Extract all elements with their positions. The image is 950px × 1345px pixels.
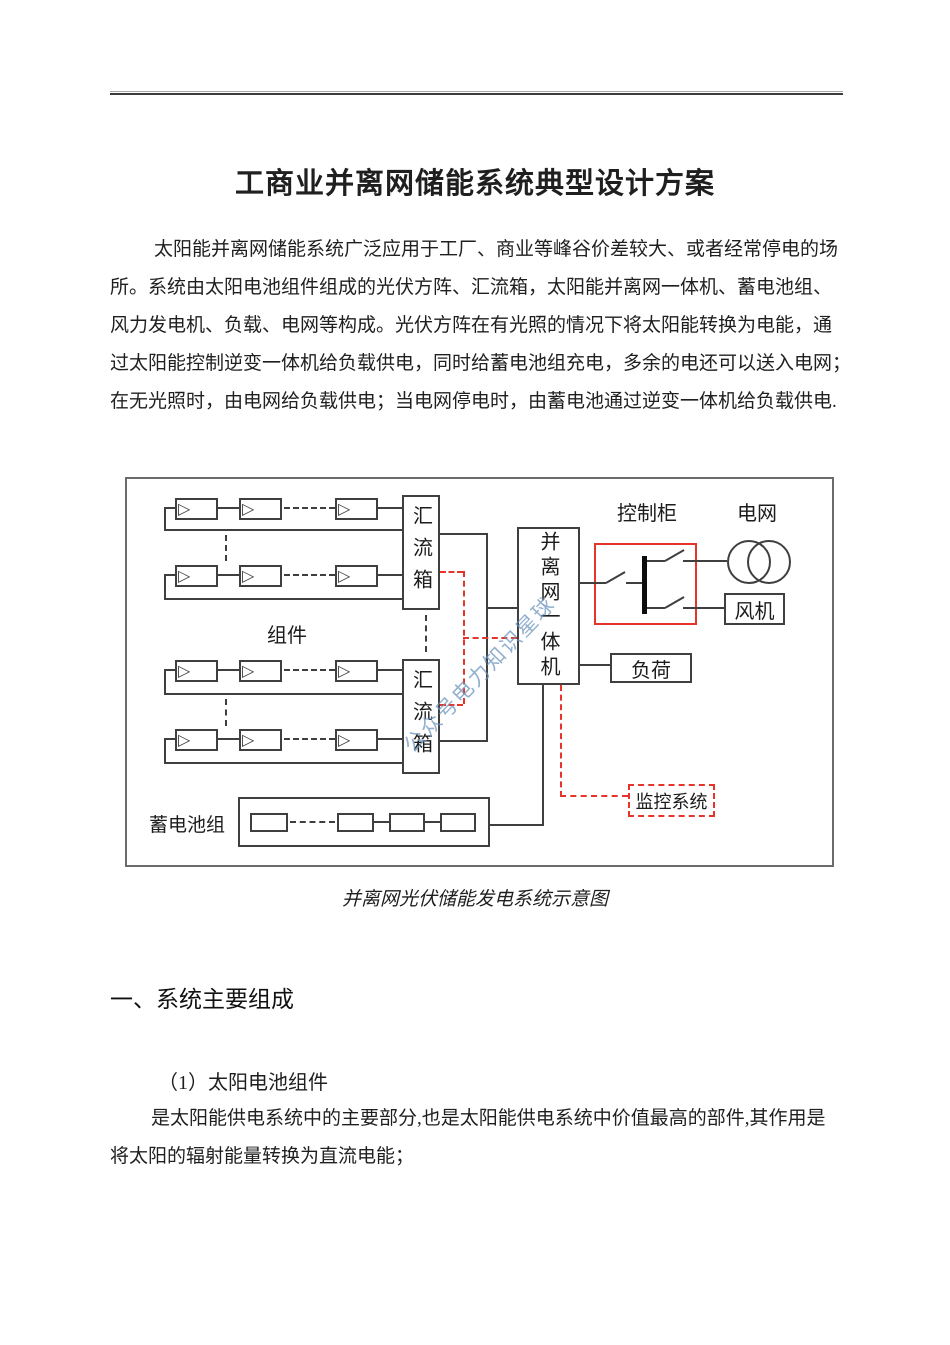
string-continuation-dashes — [225, 699, 227, 726]
pv-module-icon: ▷ — [178, 566, 191, 585]
pv-module: ▷ — [239, 565, 282, 587]
comm-wire — [440, 704, 463, 706]
pv-module: ▷ — [175, 729, 218, 751]
wire — [164, 576, 166, 598]
wire — [626, 582, 642, 584]
control-cabinet-box — [594, 543, 697, 625]
pv-module-icon: ▷ — [178, 730, 191, 749]
body-paragraph: 是太阳能供电系统中的主要部分,也是太阳能供电系统中价值最高的部件,其作用是 将太… — [110, 1108, 826, 1167]
wire — [164, 693, 402, 695]
wire — [374, 821, 389, 823]
busbar — [642, 556, 647, 614]
pv-module-icon: ▷ — [242, 730, 255, 749]
pv-module-icon: ▷ — [178, 499, 191, 518]
pv-module: ▷ — [239, 498, 282, 520]
pv-module: ▷ — [335, 498, 378, 520]
pv-module: ▷ — [175, 660, 218, 682]
transformer-icon — [747, 540, 791, 584]
battery-group-label: 蓄电池组 — [149, 815, 226, 836]
combiner-box-2: 汇流箱 — [402, 659, 440, 774]
sub-heading: （1）太阳电池组件 — [158, 1072, 328, 1094]
pv-module-icon: ▷ — [242, 566, 255, 585]
pv-module: ▷ — [335, 660, 378, 682]
wire — [486, 607, 517, 609]
comm-wire — [560, 685, 562, 797]
battery-cell — [250, 813, 288, 832]
pv-module: ▷ — [175, 565, 218, 587]
wire — [164, 740, 166, 762]
wire — [164, 574, 177, 576]
wire — [440, 533, 486, 535]
wire — [164, 762, 402, 764]
wire — [218, 738, 239, 740]
pv-module-icon: ▷ — [242, 661, 255, 680]
wire — [218, 574, 239, 576]
pv-module: ▷ — [239, 660, 282, 682]
wire — [164, 509, 166, 529]
intro-paragraph: 太阳能并离网储能系统广泛应用于工厂、商业等峰谷价差较大、或者经常停电的场 所。系… — [110, 239, 852, 412]
header-rule-light — [110, 91, 843, 92]
section-heading: 一、系统主要组成 — [110, 986, 294, 1012]
grid-label: 电网 — [737, 503, 777, 525]
wire — [440, 740, 486, 742]
wire — [425, 821, 440, 823]
wire — [378, 738, 402, 740]
pv-module: ▷ — [175, 498, 218, 520]
wire — [164, 671, 166, 693]
wire — [164, 529, 402, 531]
wire — [542, 685, 544, 826]
comm-wire — [560, 795, 628, 797]
comm-wire — [463, 637, 517, 639]
figure-caption: 并离网光伏储能发电系统示意图 — [341, 889, 608, 910]
pv-module-icon: ▷ — [338, 730, 351, 749]
pv-module-icon: ▷ — [338, 566, 351, 585]
battery-cell — [440, 813, 476, 832]
combiner-box-1: 汇流箱 — [402, 495, 440, 610]
wire — [164, 669, 177, 671]
wire — [490, 824, 542, 826]
wire — [164, 738, 177, 740]
control-cabinet-label: 控制柜 — [617, 503, 677, 525]
pv-module: ▷ — [335, 729, 378, 751]
pv-module-icon: ▷ — [338, 499, 351, 518]
hybrid-inverter-box: 并离网一体机 — [517, 527, 580, 685]
wire — [164, 598, 402, 600]
dashed-wire — [284, 669, 335, 671]
modules-label: 组件 — [267, 625, 307, 647]
pv-module-icon: ▷ — [338, 661, 351, 680]
page-title: 工商业并离网储能系统典型设计方案 — [234, 168, 715, 200]
dashed-wire — [290, 821, 335, 823]
monitoring-system-box: 监控系统 — [628, 784, 715, 817]
battery-cell — [337, 813, 374, 832]
wire — [683, 560, 727, 562]
dashed-wire — [284, 574, 335, 576]
wire — [378, 669, 402, 671]
wire — [580, 582, 606, 584]
wire — [647, 560, 665, 562]
pv-module-icon: ▷ — [178, 661, 191, 680]
dashed-wire — [284, 507, 335, 509]
wire — [378, 507, 402, 509]
fan-box: 风机 — [724, 593, 785, 625]
dashed-wire — [284, 738, 335, 740]
wire — [580, 664, 610, 666]
battery-cell — [389, 813, 425, 832]
pv-module: ▷ — [239, 729, 282, 751]
wire — [164, 507, 177, 509]
wire — [683, 607, 724, 609]
pv-module-icon: ▷ — [242, 499, 255, 518]
wire — [218, 669, 239, 671]
wire — [647, 607, 665, 609]
comm-wire — [440, 571, 463, 573]
load-box: 负荷 — [610, 653, 692, 683]
pv-module: ▷ — [335, 565, 378, 587]
system-diagram: ▷ ▷ ▷ ▷ ▷ ▷ ▷ ▷ ▷ ▷ ▷ ▷ — [125, 477, 834, 867]
header-rule-dark — [110, 93, 843, 95]
string-continuation-dashes — [225, 535, 227, 561]
combiner-continuation-dashes — [425, 615, 427, 652]
wire — [218, 507, 239, 509]
wire — [378, 574, 402, 576]
